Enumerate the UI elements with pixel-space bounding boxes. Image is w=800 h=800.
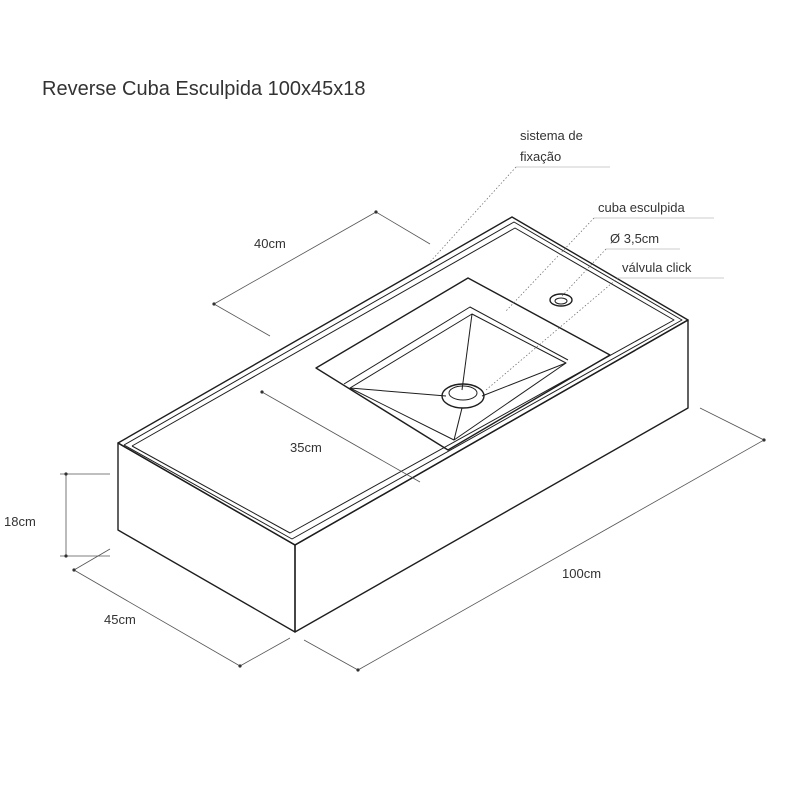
- basin-ridge-2: [349, 387, 447, 397]
- basin-ridge-3: [481, 362, 567, 397]
- callout-sculpted-basin: cuba esculpida: [504, 200, 714, 313]
- dim-label-35cm: 35cm: [290, 440, 322, 455]
- basin-ridge-1: [461, 313, 473, 391]
- basin-opening: [315, 277, 611, 451]
- top-rim-outer: [117, 216, 689, 546]
- faucet-hole-inner: [554, 297, 568, 305]
- dimension-40cm: 40cm: [212, 210, 431, 337]
- dim-label-40cm: 40cm: [254, 236, 286, 251]
- callout-fixing-line1: sistema de: [520, 128, 583, 143]
- top-rim-inner-1: [123, 221, 683, 540]
- callout-drain: Ø 3,5cm: [610, 231, 659, 246]
- click-valve: [441, 383, 485, 409]
- side-face: [294, 319, 689, 633]
- callout-drain-diameter: Ø 3,5cm: [561, 231, 680, 297]
- dimension-35cm: 35cm: [260, 390, 421, 483]
- basin-ridge-4: [453, 407, 463, 441]
- callout-click-valve: válvula click: [485, 260, 724, 391]
- dim-label-18cm: 18cm: [4, 514, 36, 529]
- sink-body: [117, 216, 689, 633]
- top-rim-inner-2: [131, 227, 675, 534]
- callout-basin: cuba esculpida: [598, 200, 685, 215]
- dim-label-45cm: 45cm: [104, 612, 136, 627]
- dimension-18cm: 18cm: [4, 472, 110, 558]
- front-face: [117, 442, 296, 633]
- basin-floor: [349, 313, 567, 441]
- sculpted-basin: [315, 277, 611, 451]
- dim-label-100cm: 100cm: [562, 566, 601, 581]
- click-valve-cap: [448, 385, 478, 401]
- drawing-title: Reverse Cuba Esculpida 100x45x18: [42, 78, 366, 100]
- faucet-hole: [549, 293, 573, 307]
- dimension-100cm: 100cm: [303, 407, 766, 672]
- callout-valve: válvula click: [622, 260, 692, 275]
- callout-fixing-line2: fixação: [520, 149, 561, 164]
- basin-back-wall: [343, 306, 569, 385]
- callout-fixing-system: sistema de fixação: [429, 128, 610, 263]
- dimension-45cm: 45cm: [72, 548, 291, 668]
